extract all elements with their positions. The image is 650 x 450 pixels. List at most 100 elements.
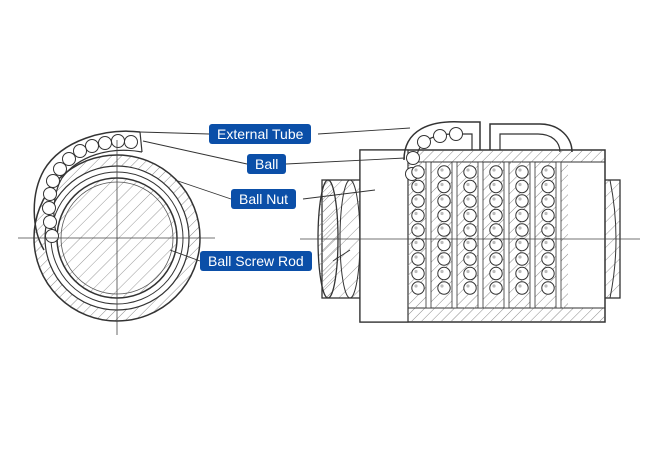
- ball-highlight: [544, 197, 548, 201]
- ball: [411, 266, 425, 281]
- ball: [489, 165, 503, 179]
- ball-highlight: [466, 269, 470, 274]
- ball: [437, 281, 451, 295]
- ball-highlight: [440, 284, 444, 288]
- ball: [541, 266, 555, 281]
- ball: [463, 237, 477, 252]
- ball-grid-side: [411, 161, 562, 308]
- ball: [515, 281, 529, 295]
- ball-group-left: [42, 134, 138, 243]
- ball: [463, 179, 477, 194]
- ball: [463, 165, 477, 179]
- ball: [489, 194, 503, 208]
- ball-highlight: [440, 255, 444, 259]
- ball-highlight: [492, 168, 496, 172]
- ball-highlight: [544, 168, 548, 172]
- ball: [411, 208, 425, 223]
- ball-highlight: [492, 284, 496, 288]
- ball-highlight: [518, 211, 522, 216]
- ball: [541, 165, 555, 179]
- ball: [515, 179, 529, 194]
- ball: [515, 194, 529, 208]
- ball-highlight: [414, 197, 418, 201]
- ball-highlight: [518, 226, 522, 230]
- ball-highlight: [414, 211, 418, 216]
- ball-highlight: [544, 182, 548, 187]
- ball: [541, 223, 555, 237]
- ball: [437, 252, 451, 266]
- ball: [515, 237, 529, 252]
- ball-highlight: [466, 284, 470, 288]
- ball: [411, 165, 425, 179]
- ball: [411, 237, 425, 252]
- ball: [541, 252, 555, 266]
- ball-highlight: [466, 240, 470, 245]
- external-tube-section: [33, 130, 141, 251]
- ball: [437, 223, 451, 237]
- ball-highlight: [544, 226, 548, 230]
- ball-highlight: [518, 255, 522, 259]
- ball: [463, 208, 477, 223]
- ball: [489, 281, 503, 295]
- ball-highlight: [414, 226, 418, 230]
- ball: [437, 179, 451, 194]
- ball: [489, 223, 503, 237]
- ball: [541, 208, 555, 223]
- ball-highlight: [492, 226, 496, 230]
- ball-highlight: [492, 211, 496, 216]
- ball-highlight: [492, 255, 496, 259]
- ball-highlight: [440, 269, 444, 274]
- ball: [541, 281, 555, 295]
- nut-thread-land: [503, 161, 510, 308]
- ball-highlight: [440, 168, 444, 172]
- ball-highlight: [440, 211, 444, 216]
- ball-highlight: [544, 240, 548, 245]
- ball-highlight: [414, 182, 418, 187]
- leader-lines: [139, 127, 411, 262]
- ball-highlight: [518, 197, 522, 201]
- ball-highlight: [518, 240, 522, 245]
- ball: [437, 165, 451, 179]
- nut-thread-land: [529, 161, 536, 308]
- ball: [437, 208, 451, 223]
- side-view: [300, 121, 640, 323]
- ball-highlight: [440, 182, 444, 187]
- ball: [463, 266, 477, 281]
- ball-highlight: [414, 284, 418, 288]
- ball-highlight: [492, 197, 496, 201]
- ball: [541, 237, 555, 252]
- ball-highlight: [544, 284, 548, 288]
- ball-highlight: [544, 255, 548, 259]
- ball: [515, 165, 529, 179]
- ball-highlight: [544, 269, 548, 274]
- nut-thread-land: [451, 161, 458, 308]
- external-tube-side: [403, 121, 481, 161]
- ball: [411, 281, 425, 295]
- ball-highlight: [518, 284, 522, 288]
- ball-highlight: [414, 240, 418, 245]
- nut-thread-land: [555, 161, 562, 308]
- ball-highlight: [466, 226, 470, 230]
- ball: [463, 281, 477, 295]
- ball: [489, 237, 503, 252]
- ball: [437, 266, 451, 281]
- ball-highlight: [440, 226, 444, 230]
- ball: [515, 252, 529, 266]
- ball-highlight: [492, 269, 496, 274]
- nut-thread-land: [477, 161, 484, 308]
- ball: [463, 194, 477, 208]
- ball: [411, 194, 425, 208]
- ball-highlight: [440, 197, 444, 201]
- ball-nut-label: Ball Nut: [231, 189, 297, 209]
- ball: [541, 194, 555, 208]
- ball: [489, 266, 503, 281]
- ball: [437, 237, 451, 252]
- ball: [515, 223, 529, 237]
- ball-highlight: [518, 269, 522, 274]
- ball: [463, 252, 477, 266]
- ball: [541, 179, 555, 194]
- ball-highlight: [414, 255, 418, 259]
- ball-highlight: [466, 168, 470, 172]
- ball-highlight: [466, 182, 470, 187]
